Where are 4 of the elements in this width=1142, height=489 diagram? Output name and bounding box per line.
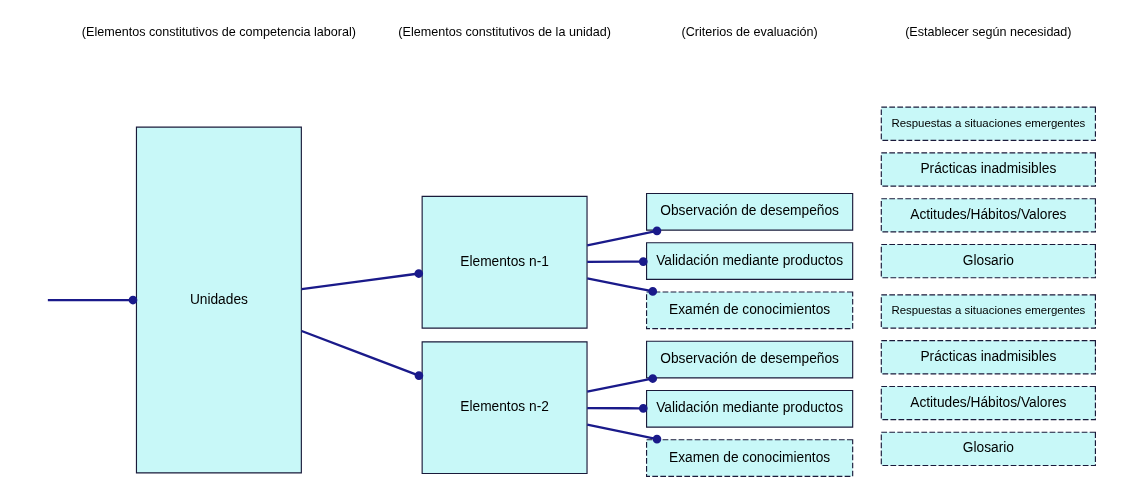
label: (Elementos constitutivos de competencia laboral) — [81, 25, 356, 40]
label: (Establecer según necesidad) — [905, 25, 1072, 40]
label: (Criterios de evaluación) — [681, 25, 818, 40]
label: (Elementos constitutivos de la unidad) — [398, 25, 611, 40]
